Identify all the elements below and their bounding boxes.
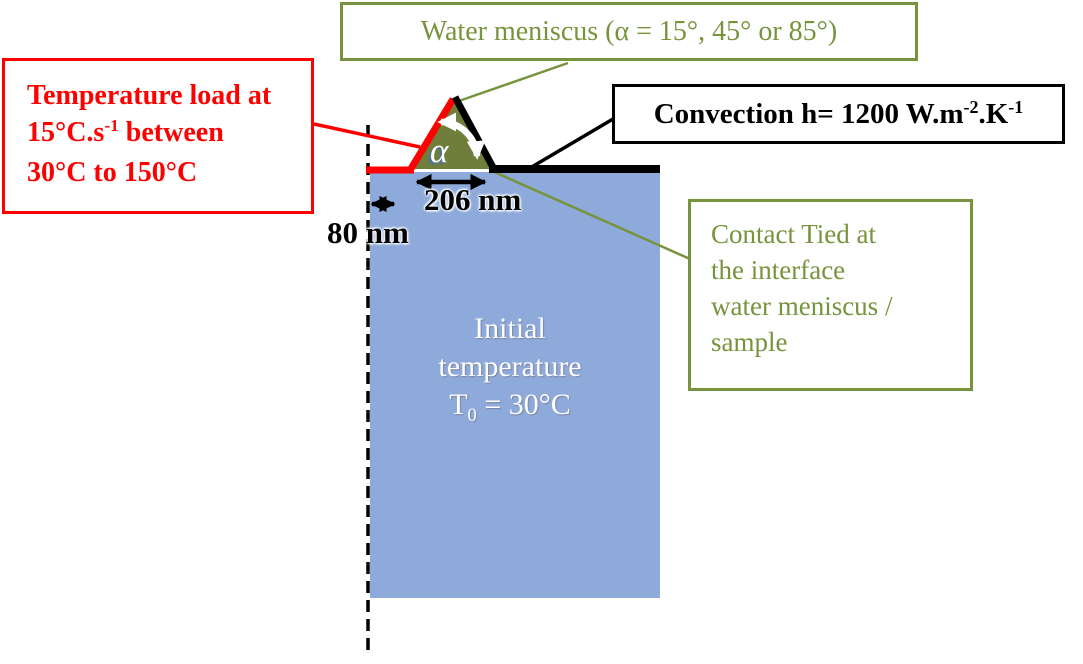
temperature-load-line1: Temperature load at: [27, 80, 272, 111]
convection-callout: Convection h= 1200 W.m-2.K-1: [612, 84, 1065, 144]
contact-tied-connector-line: [491, 169, 691, 261]
alpha-angle-label: α: [430, 131, 449, 170]
contact-angle-arc-arrow: [437, 112, 486, 160]
contact-tied-line3: water meniscus /: [711, 291, 893, 321]
water-meniscus-callout-text: Water meniscus (α = 15°, 45° or 85°): [420, 15, 838, 47]
contact-tied-line1: Contact Tied at: [711, 219, 877, 249]
water-meniscus-callout: Water meniscus (α = 15°, 45° or 85°): [340, 2, 918, 61]
contact-tied-line4: sample: [711, 327, 788, 357]
temperature-load-connector-line: [313, 122, 421, 149]
contact-tied-callout: Contact Tied at the interface water meni…: [688, 199, 973, 391]
convection-callout-text: Convection h= 1200 W.m-2.K-1: [653, 96, 1024, 130]
sample-body: Initial temperature T0 = 30°C: [370, 172, 660, 598]
meniscus-left-edge-red-line: [406, 97, 456, 174]
initial-temperature-line2: temperature: [438, 350, 582, 383]
temperature-load-line3: 30°C to 150°C: [27, 157, 198, 188]
dimension-206nm-label: 206 nm: [424, 182, 522, 217]
initial-temperature-label: Initial temperature T0 = 30°C: [370, 310, 650, 435]
contact-tied-line2: the interface: [711, 255, 846, 285]
temperature-load-line2: 15°C.s-1 between: [27, 116, 224, 148]
temperature-load-callout: Temperature load at 15°C.s-1 between 30°…: [2, 58, 314, 214]
convection-connector-line: [529, 117, 614, 170]
initial-temperature-line1: Initial: [474, 312, 546, 345]
initial-temperature-line3: T0 = 30°C: [449, 388, 571, 426]
water-meniscus-connector-line: [455, 61, 569, 104]
dimension-80nm-label: 80 nm: [327, 215, 409, 250]
